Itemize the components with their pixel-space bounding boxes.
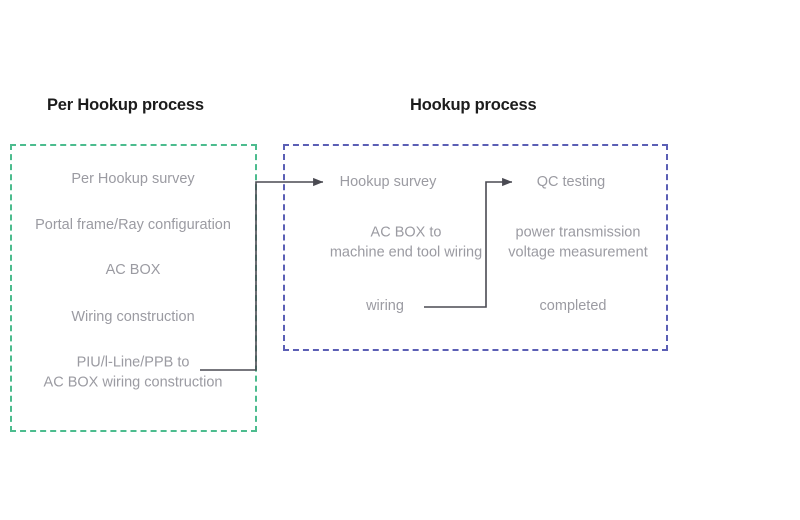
node-per-hookup-survey: Per Hookup survey [71, 171, 195, 188]
node-qc-testing: QC testing [536, 174, 606, 191]
node-power-transmission-voltage-measurement: power transmission voltage measurement [508, 224, 648, 260]
node-portal-frame-ray-configuration: Portal frame/Ray configuration [35, 217, 231, 234]
node-hookup-survey: Hookup survey [339, 174, 437, 191]
group-title-hookup-process: Hookup process [410, 96, 537, 114]
group-title-per-hookup-process: Per Hookup process [47, 96, 204, 114]
node-ac-box-to-machine-end-tool-wiring: AC BOX to machine end tool wiring [329, 224, 483, 260]
node-ac-box: AC BOX [105, 262, 161, 279]
node-wiring-construction: Wiring construction [71, 309, 195, 326]
node-piu-lline-ppb-to-ac-box-wiring-construction: PIU/l-Line/PPB to AC BOX wiring construc… [43, 354, 223, 390]
node-completed: completed [539, 298, 607, 315]
node-wiring: wiring [366, 298, 404, 315]
